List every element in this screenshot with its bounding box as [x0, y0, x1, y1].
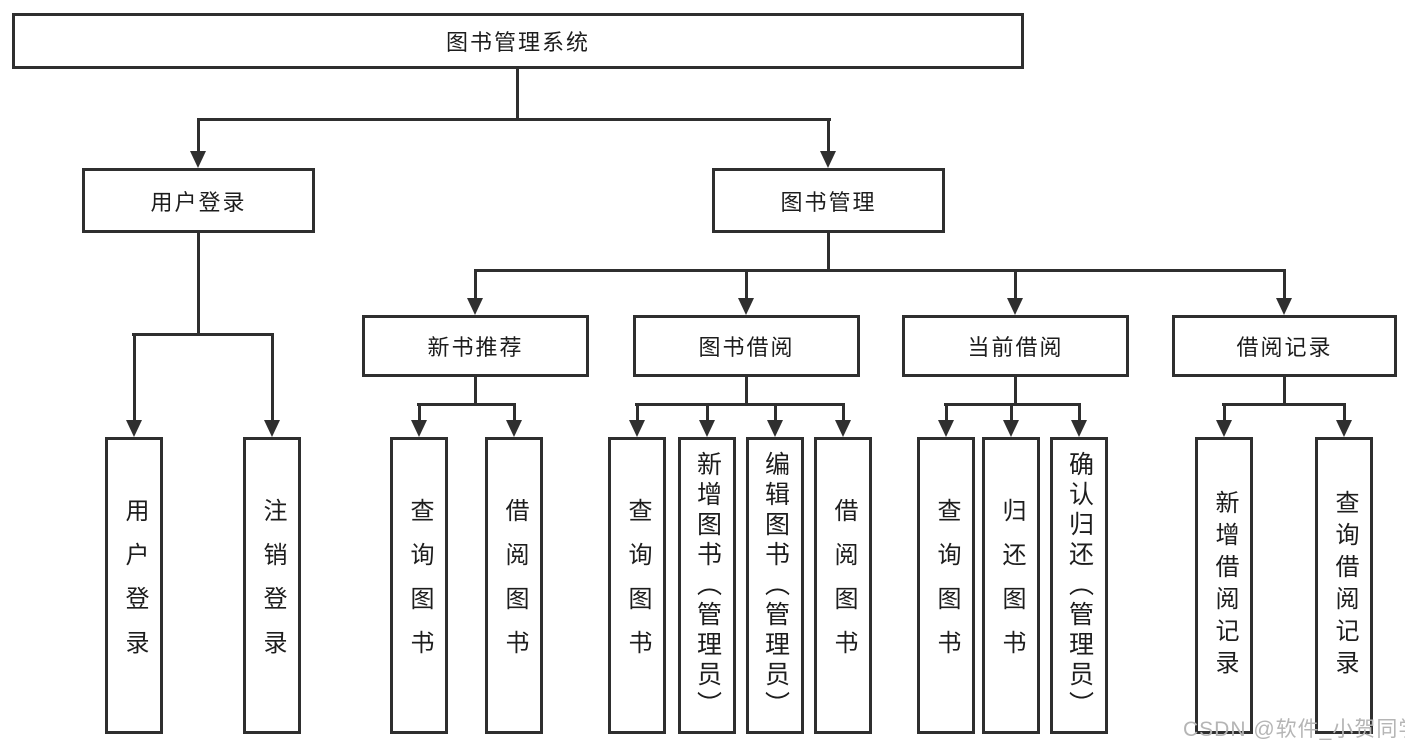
node-label: 归还图书 — [998, 497, 1025, 674]
node-label: 借阅图书 — [501, 497, 528, 674]
node-book-borrowing: 图书借阅 — [633, 315, 860, 377]
node-label: 查询图书 — [406, 497, 433, 674]
node-label: 新增借阅记录 — [1211, 489, 1238, 682]
node-label: 查询图书 — [933, 497, 960, 674]
node-leaf-user-login: 用户登录 — [105, 437, 163, 734]
node-leaf-confirm-return-admin: 确认归还（管理员） — [1050, 437, 1108, 734]
arrowhead-down-icon — [264, 420, 280, 437]
connector-line — [1222, 403, 1346, 406]
node-leaf-edit-books-admin: 编辑图书（管理员） — [746, 437, 804, 734]
node-label: 用户登录 — [150, 189, 247, 215]
connector-line — [516, 69, 519, 120]
connector-line — [1343, 403, 1346, 420]
watermark-text: CSDN @软件_小贺同学 — [1183, 718, 1405, 741]
connector-line — [474, 269, 477, 298]
connector-line — [271, 333, 274, 420]
connector-line — [417, 403, 516, 406]
node-leaf-query-books-1: 查询图书 — [390, 437, 448, 734]
node-label: 用户登录 — [121, 497, 148, 674]
arrowhead-down-icon — [1216, 420, 1232, 437]
connector-line — [1078, 403, 1081, 420]
connector-line — [133, 333, 136, 420]
node-label: 借阅记录 — [1236, 335, 1333, 360]
node-book-management: 图书管理 — [712, 168, 945, 233]
arrowhead-down-icon — [820, 151, 836, 168]
node-label: 注销登录 — [259, 497, 286, 674]
node-label: 借阅图书 — [830, 497, 857, 674]
connector-line — [745, 269, 748, 298]
node-label: 当前借阅 — [967, 335, 1064, 360]
node-library-management-system: 图书管理系统 — [12, 13, 1024, 69]
node-leaf-query-borrow-record: 查询借阅记录 — [1315, 437, 1373, 734]
arrowhead-down-icon — [1003, 420, 1019, 437]
connector-line — [1014, 377, 1017, 405]
connector-line — [132, 333, 274, 336]
arrowhead-down-icon — [1007, 298, 1023, 315]
connector-line — [474, 269, 1286, 272]
connector-line — [197, 118, 200, 151]
connector-line — [1283, 376, 1286, 405]
node-borrowing-records: 借阅记录 — [1172, 315, 1397, 377]
node-label: 图书借阅 — [698, 335, 795, 360]
connector-line — [636, 403, 639, 420]
arrowhead-down-icon — [506, 420, 522, 437]
connector-line — [474, 377, 477, 405]
node-label: 图书管理 — [780, 189, 877, 215]
connector-line — [945, 403, 948, 420]
connector-line — [842, 403, 845, 420]
connector-line — [827, 118, 830, 151]
node-label: 图书管理系统 — [445, 30, 590, 55]
connector-line — [774, 403, 777, 420]
connector-line — [745, 377, 748, 405]
node-new-book-recommendation: 新书推荐 — [362, 315, 589, 377]
node-leaf-return-books: 归还图书 — [982, 437, 1040, 734]
arrowhead-down-icon — [1071, 420, 1087, 437]
node-leaf-borrow-books-2: 借阅图书 — [814, 437, 872, 734]
connector-line — [706, 403, 709, 420]
node-label: 编辑图书（管理员） — [761, 450, 790, 721]
arrowhead-down-icon — [411, 420, 427, 437]
node-label: 确认归还（管理员） — [1065, 450, 1094, 721]
arrowhead-down-icon — [126, 420, 142, 437]
arrowhead-down-icon — [767, 420, 783, 437]
node-label: 查询借阅记录 — [1331, 489, 1358, 682]
arrowhead-down-icon — [835, 420, 851, 437]
connector-line — [513, 403, 516, 420]
node-label: 新书推荐 — [427, 335, 524, 360]
node-leaf-query-books-3: 查询图书 — [917, 437, 975, 734]
node-leaf-query-books-2: 查询图书 — [608, 437, 666, 734]
node-leaf-add-books-admin: 新增图书（管理员） — [678, 437, 736, 734]
connector-line — [1010, 403, 1013, 420]
connector-line — [197, 233, 200, 335]
node-leaf-logout: 注销登录 — [243, 437, 301, 734]
connector-line — [635, 403, 845, 406]
arrowhead-down-icon — [1276, 298, 1292, 315]
node-user-login: 用户登录 — [82, 168, 315, 233]
arrowhead-down-icon — [699, 420, 715, 437]
node-current-borrowing: 当前借阅 — [902, 315, 1129, 377]
node-label: 新增图书（管理员） — [693, 450, 722, 721]
arrowhead-down-icon — [467, 298, 483, 315]
node-leaf-add-borrow-record: 新增借阅记录 — [1195, 437, 1253, 734]
arrowhead-down-icon — [1336, 420, 1352, 437]
connector-line — [418, 403, 421, 420]
connector-line — [197, 118, 831, 121]
connector-line — [827, 233, 830, 271]
arrowhead-down-icon — [738, 298, 754, 315]
arrowhead-down-icon — [190, 151, 206, 168]
node-label: 查询图书 — [624, 497, 651, 674]
connector-line — [1283, 269, 1286, 298]
arrowhead-down-icon — [629, 420, 645, 437]
connector-line — [1223, 403, 1226, 420]
connector-line — [1014, 269, 1017, 298]
arrowhead-down-icon — [938, 420, 954, 437]
node-leaf-borrow-books-1: 借阅图书 — [485, 437, 543, 734]
